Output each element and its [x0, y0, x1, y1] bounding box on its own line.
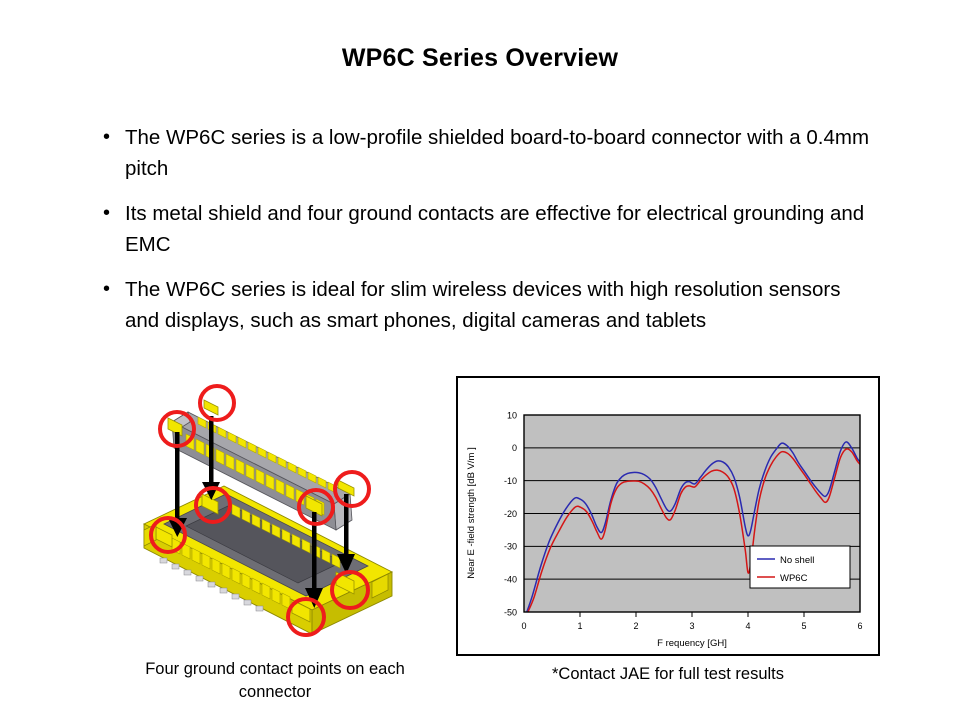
x-axis-tick-labels: 0 1 2 3 4 5 6 — [521, 621, 862, 631]
highlight-circle — [330, 570, 370, 610]
highlight-circle — [286, 597, 326, 637]
chart-series — [526, 441, 860, 612]
highlight-circle — [333, 470, 371, 508]
y-tick-label: 10 — [507, 410, 517, 420]
highlight-circle — [297, 488, 335, 526]
receptacle-connector — [142, 485, 394, 635]
y-tick-label: -20 — [504, 509, 517, 519]
x-axis-title: F requency [GH] — [657, 638, 727, 649]
y-tick-label: -10 — [504, 476, 517, 486]
y-tick-label: -40 — [504, 575, 517, 585]
y-tick-label: -50 — [504, 607, 517, 617]
series-line-no-shell — [526, 441, 860, 612]
bullet-text: The WP6C series is a low-profile shielde… — [125, 126, 870, 180]
chart-legend: No shell WP6C — [749, 545, 851, 589]
highlight-circle — [149, 516, 187, 554]
y-axis-title: Near E -field strength [dB V/m ] — [466, 447, 477, 578]
x-tick-label: 1 — [577, 621, 582, 631]
highlight-circle — [198, 384, 236, 422]
connector-illustration — [120, 372, 430, 657]
y-axis-tick-labels: 10 0 -10 -20 -30 -40 -50 — [504, 410, 517, 617]
y-tick-label: 0 — [512, 443, 517, 453]
ground-contact-tab — [305, 495, 323, 517]
highlight-circle — [194, 486, 232, 524]
x-tick-label: 0 — [521, 621, 526, 631]
ground-contact-tab — [337, 479, 355, 497]
bullet-marker-icon: • — [103, 278, 111, 300]
ground-contact-tab — [167, 417, 183, 437]
ground-contact-tab — [201, 493, 219, 515]
ground-contact-tab — [203, 399, 219, 416]
x-tick-label: 5 — [801, 621, 806, 631]
x-tick-label: 6 — [857, 621, 862, 631]
emc-chart-panel: 10 0 -10 -20 -30 -40 -50 0 1 2 3 4 5 6 Near E -field… — [456, 376, 880, 656]
y-tick-label: -30 — [504, 542, 517, 552]
bullet-list: • The WP6C series is a low-profile shiel… — [103, 122, 873, 350]
x-tick-label: 3 — [689, 621, 694, 631]
bullet-text: Its metal shield and four ground contact… — [125, 202, 865, 256]
list-item: • The WP6C series is a low-profile shiel… — [103, 122, 873, 184]
plot-area-frame — [523, 414, 861, 613]
series-line-wp6c — [527, 448, 860, 612]
connector-caption: Four ground contact points on each conne… — [145, 660, 405, 701]
bullet-marker-icon: • — [103, 126, 111, 148]
x-tick-label: 2 — [633, 621, 638, 631]
legend-box — [749, 545, 851, 589]
legend-label-wp6c: WP6C — [780, 573, 808, 584]
chart-footnote: *Contact JAE for full test results — [551, 665, 784, 683]
list-item: • Its metal shield and four ground conta… — [103, 198, 873, 260]
ground-contact-highlight-circles — [149, 384, 371, 637]
bullet-marker-icon: • — [103, 202, 111, 224]
list-item: • The WP6C series is ideal for slim wire… — [103, 274, 873, 336]
legend-label-no-shell: No shell — [780, 555, 814, 566]
page-title: WP6C Series Overview — [341, 44, 619, 72]
bullet-text: The WP6C series is ideal for slim wirele… — [125, 278, 841, 332]
highlight-circle — [158, 410, 196, 448]
x-axis-tick-marks — [579, 612, 805, 617]
x-tick-label: 4 — [745, 621, 750, 631]
